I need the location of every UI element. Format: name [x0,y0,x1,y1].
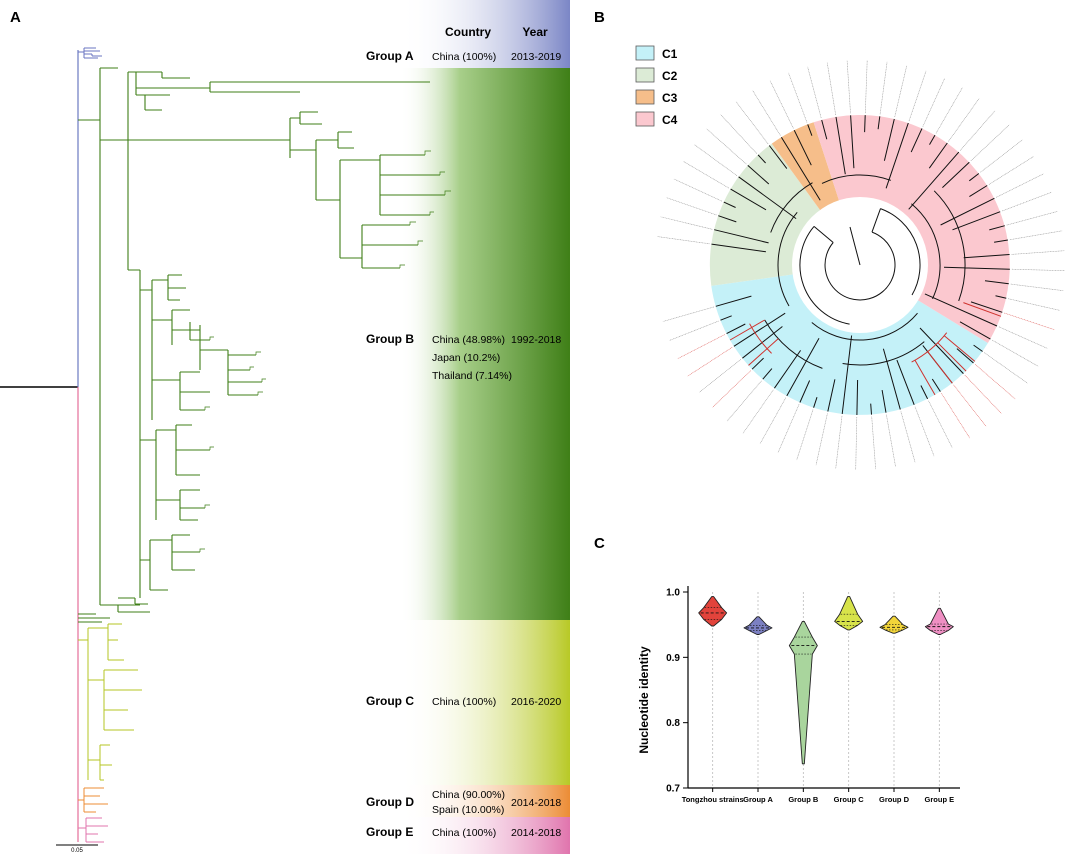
group-a-country: China (100%) [432,51,496,63]
legend-c1-swatch [635,45,655,61]
group-c-band [400,620,570,785]
group-c-label: Group C [366,694,414,708]
group-e-subtree [78,817,108,843]
legend-c3-swatch [635,89,655,105]
group-d-label: Group D [366,795,414,809]
violin-body [834,596,864,631]
group-b-year: 1992-2018 [511,334,561,346]
group-d-subtree [78,787,108,813]
panel-b-letter: B [594,9,605,26]
group-c-year: 2016-2020 [511,696,561,708]
country-header: Country [445,25,491,39]
panel-b: B C1 C2 C3 C4 [594,9,1065,471]
x-tick-label: Group C [834,795,865,804]
group-e-label: Group E [366,825,413,839]
group-b-outliers [78,613,110,623]
group-e-country: China (100%) [432,827,496,839]
y-tick-label: 0.7 [666,784,680,795]
violin-group-a: Group A [743,592,773,804]
violin-body [788,620,818,765]
group-b-subtree [78,67,451,613]
panel-c: C Nucleotide identity 0.7 0.8 0.9 1.0Tongzh… [594,535,960,804]
tree-backbone [0,50,79,842]
axes: 0.7 0.8 0.9 1.0 [666,586,960,795]
x-tick-label: Group D [879,795,910,804]
violin-group-b: Group B [788,592,819,804]
group-a-label: Group A [366,49,414,63]
y-tick-label: 0.8 [666,718,680,729]
legend-c1-label: C1 [662,47,678,61]
header-band [400,0,570,44]
violin-body [743,616,773,635]
legend-c4-label: C4 [662,113,678,127]
scale-label: 0.05 [71,848,83,854]
violin-group-c: Group C [834,592,865,804]
group-d-country-1: China (90.00%) [432,789,505,801]
violin-body [879,615,909,634]
circular-leaf-labels [656,60,1065,471]
group-d-band [400,785,570,817]
group-b-label: Group B [366,332,414,346]
legend-c3-label: C3 [662,91,678,105]
group-a-year: 2013-2019 [511,51,561,63]
violin-group-e: Group E [924,592,955,804]
group-a-band [400,44,570,68]
y-tick-label: 0.9 [666,653,680,664]
y-tick-label: 1.0 [666,588,680,599]
violin-body [924,607,954,635]
violin-group-d: Group D [879,592,910,804]
legend-c2-swatch [635,67,655,83]
panel-a: A Country Year Group A China (100%) 2013… [0,0,570,854]
group-b-country-2: Japan (10.2%) [432,352,500,364]
legend: C1 C2 C3 C4 [635,45,678,127]
group-e-band [400,817,570,854]
group-b-country-3: Thailand (7.14%) [432,370,512,382]
group-b-band [400,68,570,620]
violin-tongzhou-strains: Tongzhou strains [682,592,744,804]
group-d-year: 2014-2018 [511,797,561,809]
violin-body [698,596,728,627]
x-tick-label: Tongzhou strains [682,795,744,804]
group-d-country-2: Spain (10.00%) [432,804,504,816]
legend-c4-swatch [635,111,655,127]
year-header: Year [522,25,548,39]
group-e-year: 2014-2018 [511,827,561,839]
group-a-subtree [78,47,102,59]
x-tick-label: Group A [743,795,773,804]
group-b-country-1: China (48.98%) [432,334,505,346]
circular-tree [711,115,1010,416]
legend-c2-label: C2 [662,69,678,83]
group-c-country: China (100%) [432,696,496,708]
x-tick-label: Group E [925,795,955,804]
x-tick-label: Group B [788,795,819,804]
y-axis-title: Nucleotide identity [637,646,651,754]
panel-a-letter: A [10,9,21,26]
group-c-subtree [78,623,142,781]
panel-c-letter: C [594,535,605,552]
